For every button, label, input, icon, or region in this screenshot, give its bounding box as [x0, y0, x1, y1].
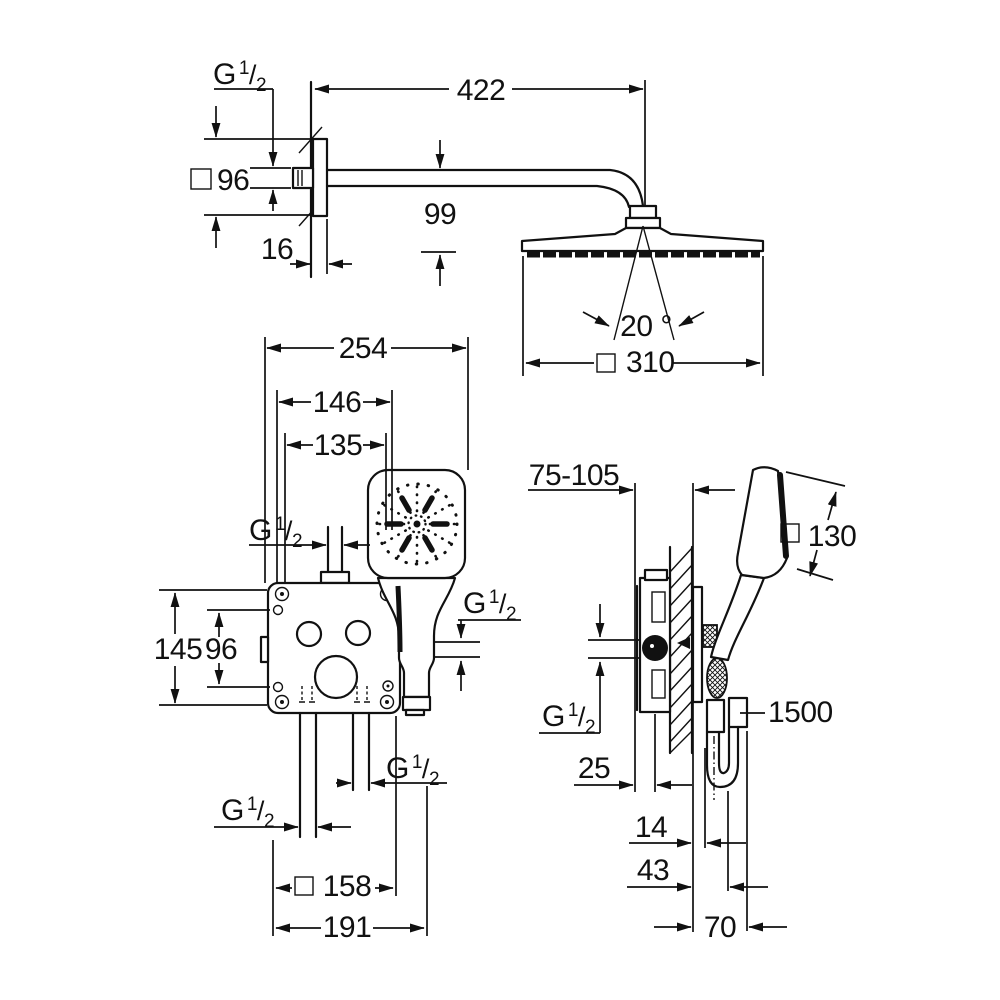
flange-size-label: 96: [217, 164, 249, 197]
square-symbol: [780, 523, 800, 543]
spray-pattern: [371, 478, 463, 570]
hose-collar: [401, 695, 432, 712]
wall-section: [668, 545, 694, 755]
hose-connector: [705, 698, 726, 734]
dim-head-drop: 99: [421, 140, 457, 286]
dim-holder-offset: 135: [284, 429, 387, 583]
dim-install-depth-range: 75-105: [528, 459, 735, 932]
hose-outer: [705, 725, 740, 789]
hand-shower-handle-side: [709, 573, 766, 662]
dim-hand-shower-size: 130: [780, 471, 857, 581]
thread-nipple: [291, 166, 315, 190]
dim-head-size: 310: [522, 256, 764, 379]
dim-plate-depth: 25: [574, 714, 692, 792]
pipe-collar: [319, 570, 351, 585]
wall-to-holder-label: 14: [635, 811, 667, 844]
flange-depth-label: 16: [261, 233, 293, 266]
dim-flange-size: 96: [190, 106, 310, 248]
wall-to-shower-label: 70: [704, 911, 736, 944]
dim-flange-depth: 16: [261, 219, 352, 274]
head-drop-label: 99: [424, 198, 456, 231]
wall-to-hose-label: 43: [637, 854, 669, 887]
side-tab: [259, 635, 270, 664]
dim-spray-angle: 20 °: [582, 225, 705, 343]
overall-width-label: 254: [339, 332, 388, 365]
holder-and-hose: [702, 624, 749, 800]
dim-ports-height: 96: [205, 609, 270, 688]
arm-length-label: 422: [457, 74, 506, 107]
thread-lines: [297, 170, 303, 186]
hose-inner: [717, 725, 731, 775]
dim-shower-center-offset: 146: [276, 386, 393, 583]
bottom-pipe-right: [351, 711, 371, 792]
hand-shower-size-label: 130: [808, 520, 857, 553]
hose-union-nut: [706, 657, 728, 699]
hose-tip: [404, 708, 426, 717]
hose-length-label: 1500: [768, 696, 833, 729]
spray-angle-label: 20 °: [620, 310, 672, 343]
square-symbol: [294, 876, 314, 896]
dim-hose-length: 1500: [740, 696, 833, 729]
overall-bottom-width-label: 191: [323, 911, 372, 944]
ports-height-label: 96: [205, 633, 237, 666]
insert-direction-marker: [677, 637, 690, 649]
valve-ports: [295, 619, 394, 700]
head-size-label: 310: [626, 346, 675, 379]
rough-in-box: [266, 581, 402, 715]
shower-arm: [325, 168, 645, 209]
dim-wall-to-holder: 14: [629, 748, 746, 848]
trim-plate: [691, 585, 704, 704]
arm-flange: [311, 137, 329, 218]
dim-wall-to-shower: 70: [654, 731, 787, 944]
dim-wall-to-hose: 43: [627, 791, 768, 892]
valve-body-side: [635, 568, 690, 714]
handle-shade: [395, 585, 403, 653]
mounting-feet-marks: [299, 686, 370, 703]
square-symbol: [596, 353, 616, 373]
dim-mounting-height: 145: [154, 589, 267, 706]
rough-in-size-label: 158: [323, 870, 372, 903]
dim-rough-in-size: 158: [272, 716, 397, 936]
bottom-pipe-left: [298, 711, 318, 839]
install-depth-range-label: 75-105: [529, 459, 619, 492]
shower-center-offset-label: 146: [313, 386, 362, 419]
rain-shower-head: [520, 226, 765, 253]
arm-connector-nut: [628, 204, 658, 220]
top-supply-pipe: [326, 525, 344, 574]
dim-arm-length: 422: [314, 74, 646, 205]
dim-overall-bottom-width: 191: [275, 786, 428, 944]
dim-overall-width: 254: [264, 332, 469, 583]
square-symbol: [190, 168, 212, 190]
mounting-height-label: 145: [154, 633, 203, 666]
hand-shower-head-side: [736, 466, 789, 580]
valve-knob: [642, 635, 668, 661]
plate-depth-label: 25: [578, 752, 610, 785]
holder-offset-label: 135: [314, 429, 363, 462]
hand-shower-side: [709, 466, 789, 662]
